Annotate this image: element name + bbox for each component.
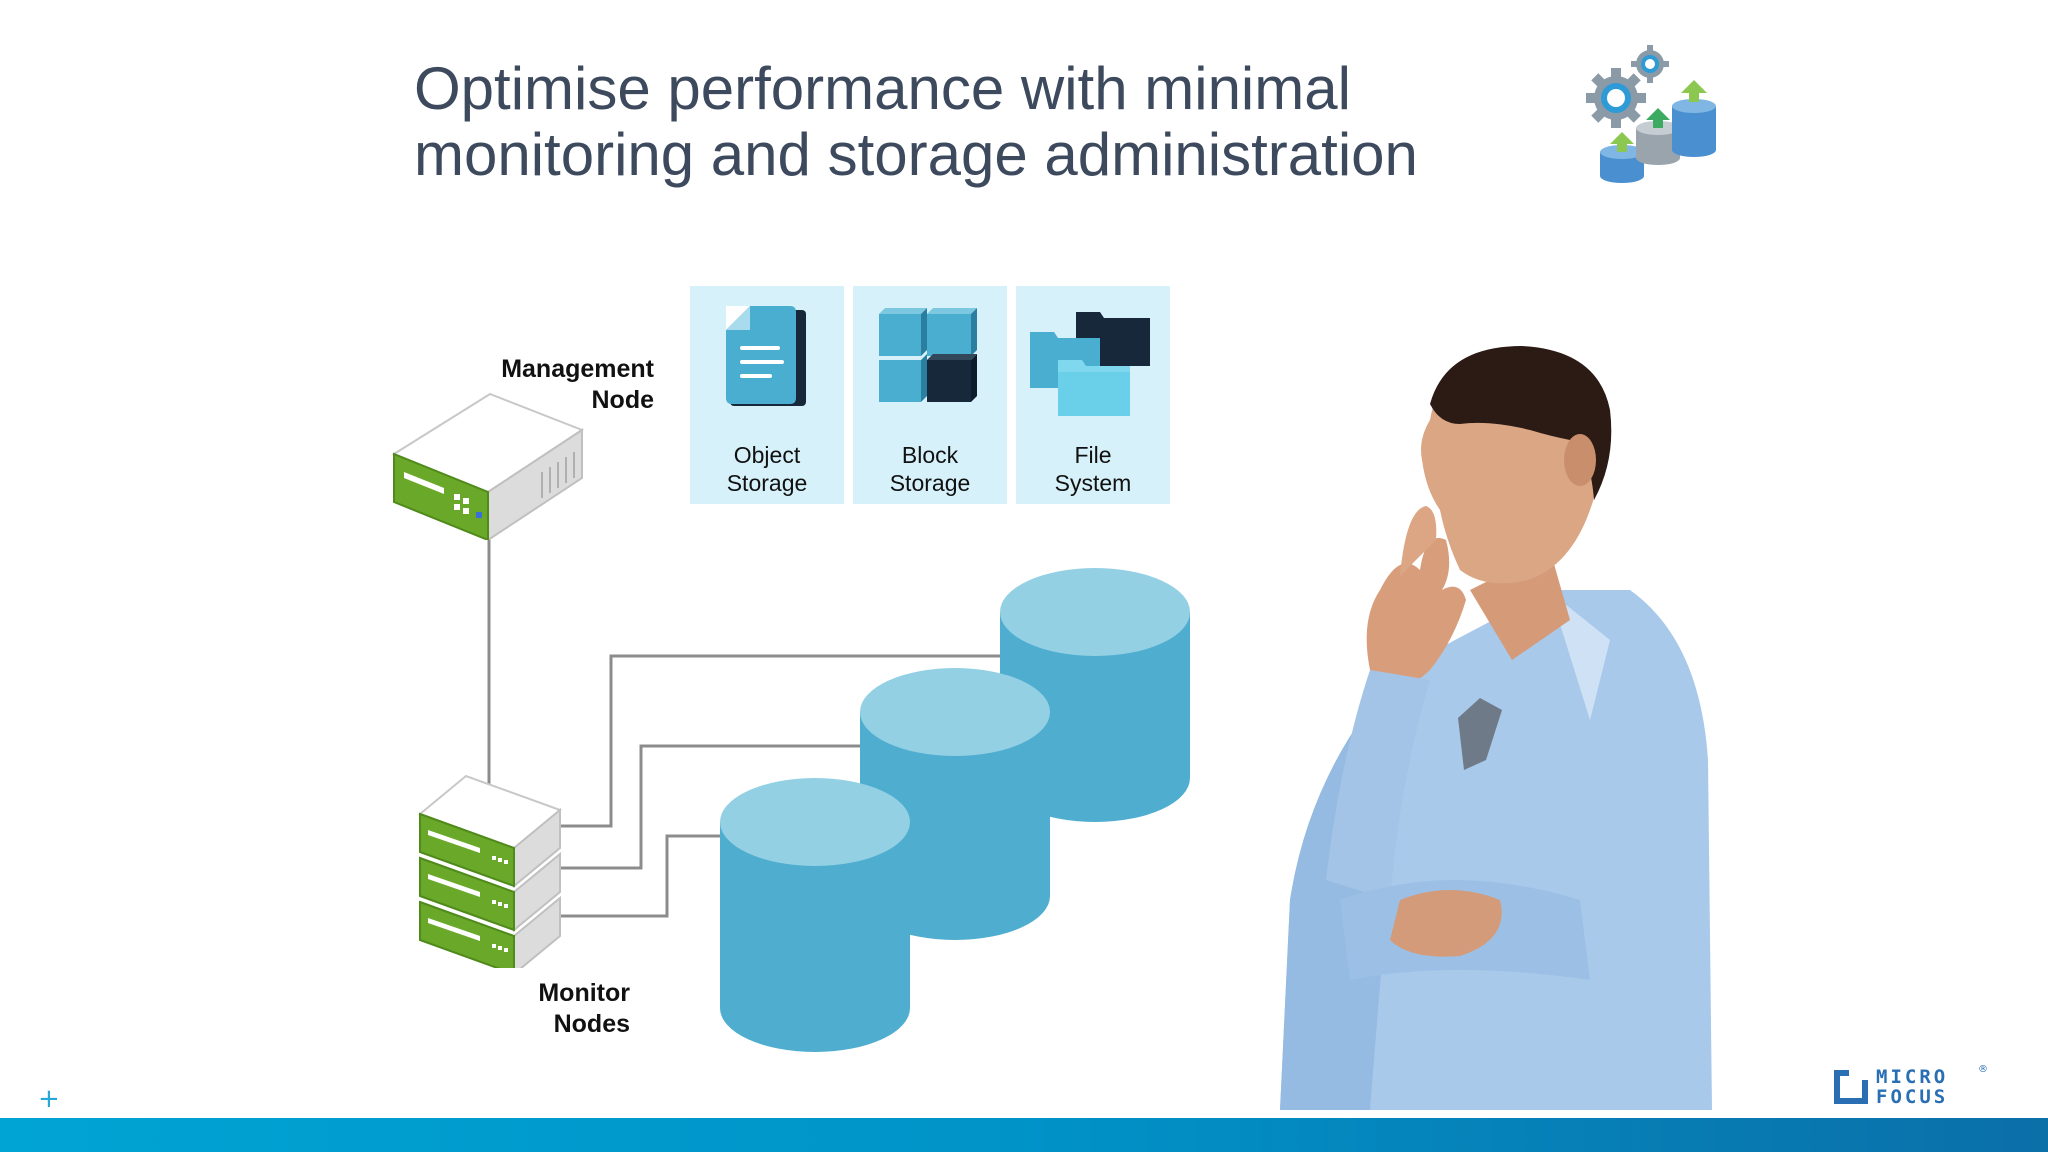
plus-icon: + xyxy=(38,1084,60,1114)
tile-block-line-1: Block xyxy=(901,442,959,468)
monitor-server-1 xyxy=(418,774,562,889)
blocks-icon xyxy=(879,308,977,402)
tile-block-line-2: Storage xyxy=(889,470,971,496)
logo-mark-icon xyxy=(1834,1070,1870,1104)
monitor-server-2 xyxy=(419,851,561,933)
slide-title-line-1: Optimise performance with minimal xyxy=(414,55,1351,122)
logo-line-2: FOCUS xyxy=(1876,1086,1949,1108)
micro-focus-logo: MICRO FOCUS ® xyxy=(1832,1064,1992,1108)
logo-line-1: MICRO xyxy=(1876,1066,1949,1088)
bottom-bar xyxy=(0,1118,2048,1152)
folders-icon xyxy=(1030,312,1150,416)
monitor-server-3 xyxy=(419,895,561,968)
tile-block-storage: Block Storage xyxy=(853,286,1007,504)
thinking-man-photo xyxy=(1280,346,1712,1110)
document-icon xyxy=(726,306,806,406)
monitor-servers-icon xyxy=(418,774,562,968)
management-node-label: Management Node xyxy=(501,355,654,414)
tile-file-line-1: File xyxy=(1074,442,1112,468)
tile-file-line-2: System xyxy=(1054,470,1132,496)
monitor-nodes-label: Monitor Nodes xyxy=(538,979,630,1038)
slide-title-line-2: monitoring and storage administration xyxy=(414,121,1418,188)
storage-cylinders xyxy=(720,568,1190,1052)
slide-title: Optimise performance with minimal monito… xyxy=(414,56,1514,188)
tile-object-line-2: Storage xyxy=(726,470,808,496)
tile-object-storage: Object Storage xyxy=(690,286,844,504)
gears-database-icon xyxy=(1586,45,1716,183)
management-server-icon xyxy=(392,392,585,540)
storage-cylinder-front xyxy=(720,778,910,1052)
tile-file-system: File System xyxy=(1016,286,1170,504)
tile-object-line-1: Object xyxy=(733,442,801,468)
logo-registered-mark: ® xyxy=(1978,1064,1988,1075)
